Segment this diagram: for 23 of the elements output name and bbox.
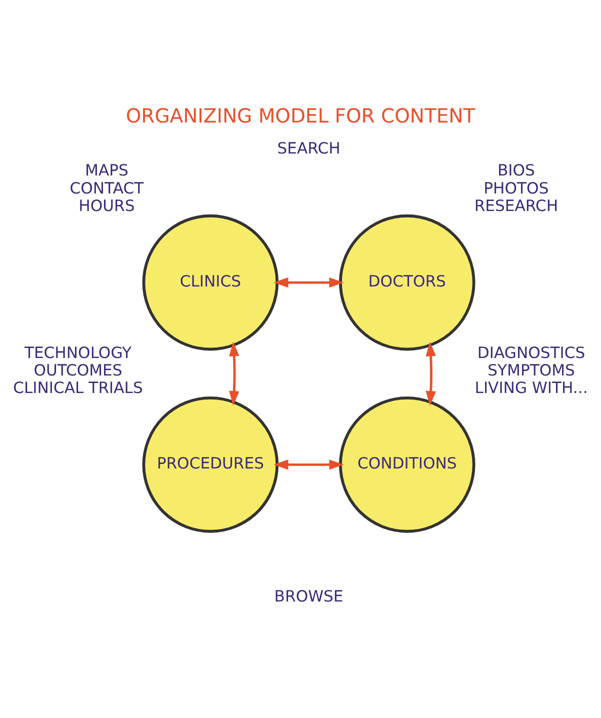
node-label: BIOS xyxy=(497,162,535,180)
node-circle: CLINICS xyxy=(142,214,279,351)
node-label: LIVING WITH... xyxy=(474,378,588,397)
node-label: TECHNOLOGY xyxy=(24,344,132,362)
label: SEARCH xyxy=(277,139,340,158)
node-circle: CONDITIONS xyxy=(338,396,476,533)
node-label: SYMPTOMS xyxy=(488,361,575,380)
node-label: OUTCOMES xyxy=(34,361,122,380)
arrow xyxy=(229,342,240,406)
node-label: HOURS xyxy=(78,196,135,215)
node-circle: PROCEDURES xyxy=(142,396,279,533)
node-label: DIAGNOSTICS xyxy=(477,344,586,362)
label: BROWSE xyxy=(274,587,344,606)
node-label: PHOTOS xyxy=(484,179,549,198)
node-label: RESEARCH xyxy=(474,196,558,215)
node-label: CLINICAL TRIALS xyxy=(13,378,143,397)
arrow xyxy=(274,277,344,288)
node-label: CONTACT xyxy=(70,179,144,198)
node-circle: DOCTORS xyxy=(338,214,476,351)
arrow xyxy=(274,460,344,470)
node-label: MAPS xyxy=(85,162,128,180)
arrow xyxy=(426,342,436,406)
diagram-title: ORGANIZING MODEL FOR CONTENT xyxy=(126,104,476,128)
